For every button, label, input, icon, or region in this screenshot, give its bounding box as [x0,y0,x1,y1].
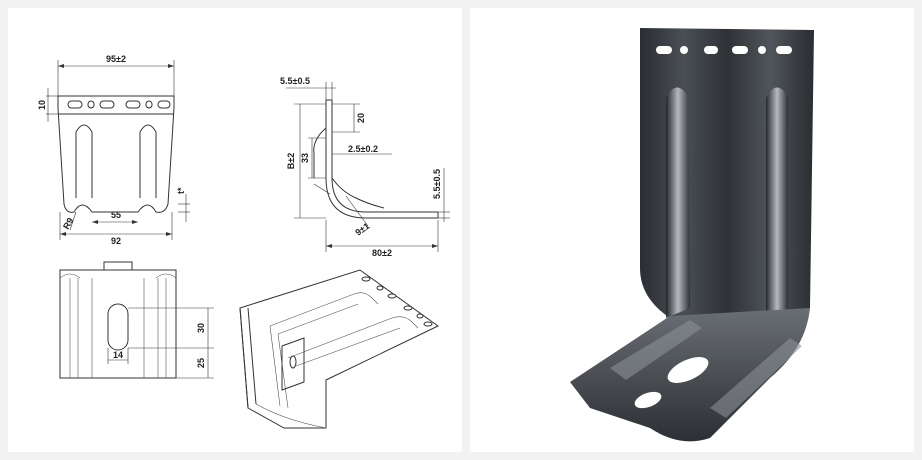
inner-width-dimension-label: 55 [111,210,121,220]
mounting-hole [656,46,672,54]
mounting-hole [758,46,766,54]
technical-drawing: 95±2 10 55 [37,54,450,429]
mounting-hole [680,46,688,54]
product-photo-panel [470,8,914,452]
top-view: 30 25 14 [59,261,214,379]
radius-dimension-label: R9 [61,216,75,231]
height-dimension-label: B±2 [286,153,296,169]
front-view: 95±2 10 55 [37,54,190,246]
isometric-view [239,269,439,429]
rib-dimension-label: 33 [300,153,310,163]
technical-drawing-panel: 95±2 10 55 [8,8,462,452]
bracket-rib-right [766,87,788,328]
foot-slot [667,357,709,383]
mounting-hole [776,46,792,54]
top-thickness-dimension-label: 5.5±0.5 [280,76,310,86]
bracket-rib-left [666,87,690,318]
mounting-hole [704,46,718,54]
inner-radius-dimension-label: 9±1 [353,221,371,238]
foot-thickness-dimension-label: 5.5±0.5 [432,169,442,199]
slot-width-dimension-label: 14 [113,350,123,360]
mounting-hole [732,46,748,54]
thickness-dimension-label: t* [176,187,186,194]
width-dimension-label: 95±2 [106,54,126,64]
foot-length-dimension-label: 80±2 [372,248,392,258]
bend-dimension-label: 2.5±0.2 [348,144,378,154]
slot-offset-dimension-label: 25 [196,358,206,368]
foot-hole [634,391,662,409]
slot-length-dimension-label: 30 [196,323,206,333]
bracket-photo [570,28,814,442]
top-band-dimension-label: 10 [37,100,47,110]
side-view: 5.5±0.5 20 2.5±0.2 B±2 [280,76,450,258]
bottom-width-dimension-label: 92 [111,236,121,246]
top-offset-dimension-label: 20 [356,113,366,123]
